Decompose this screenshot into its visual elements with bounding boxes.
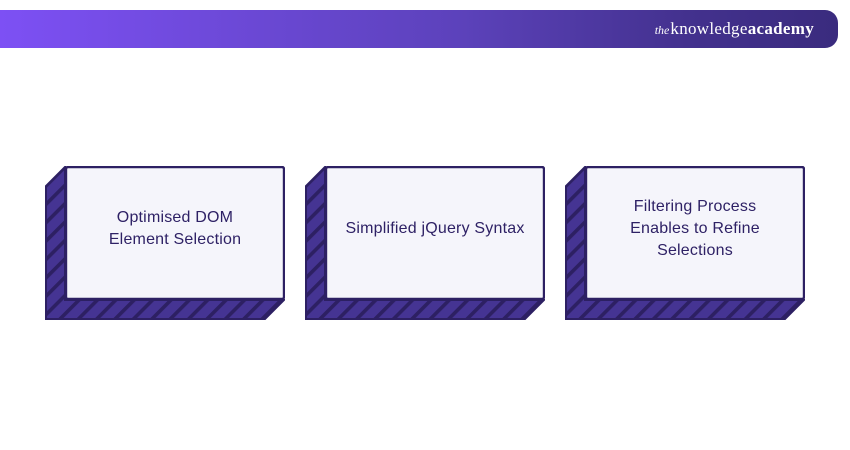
card-extrusion: [565, 166, 805, 320]
card-face: [324, 166, 545, 301]
card-label: Simplified jQuery Syntax: [325, 166, 545, 300]
card-filtering-process: Filtering Process Enables to Refine Sele…: [565, 166, 805, 320]
card-label: Optimised DOM Element Selection: [65, 166, 285, 300]
card-label-text: Optimised DOM Element Selection: [108, 209, 242, 248]
card-optimised-dom-selection: Optimised DOM Element Selection: [45, 166, 285, 320]
card-extrusion: [45, 166, 285, 320]
card-label-text: Simplified jQuery Syntax: [345, 220, 525, 237]
logo-word-knowledge: knowledge: [670, 19, 748, 38]
card-face: [64, 166, 285, 301]
logo-word-academy: academy: [747, 19, 814, 38]
card-face: [584, 166, 805, 301]
card-label-text: Filtering Process Enables to Refine Sele…: [630, 198, 760, 259]
card-simplified-jquery-syntax: Simplified jQuery Syntax: [305, 166, 545, 320]
logo-prefix-the: the: [654, 23, 670, 37]
card-extrusion: [305, 166, 545, 320]
feature-cards-row: Optimised DOM Element Selection Simplifi…: [45, 166, 805, 320]
card-3d-shape: [305, 166, 545, 320]
card-3d-shape: [45, 166, 285, 320]
card-3d-shape: [565, 166, 805, 320]
card-label: Filtering Process Enables to Refine Sele…: [585, 166, 805, 300]
